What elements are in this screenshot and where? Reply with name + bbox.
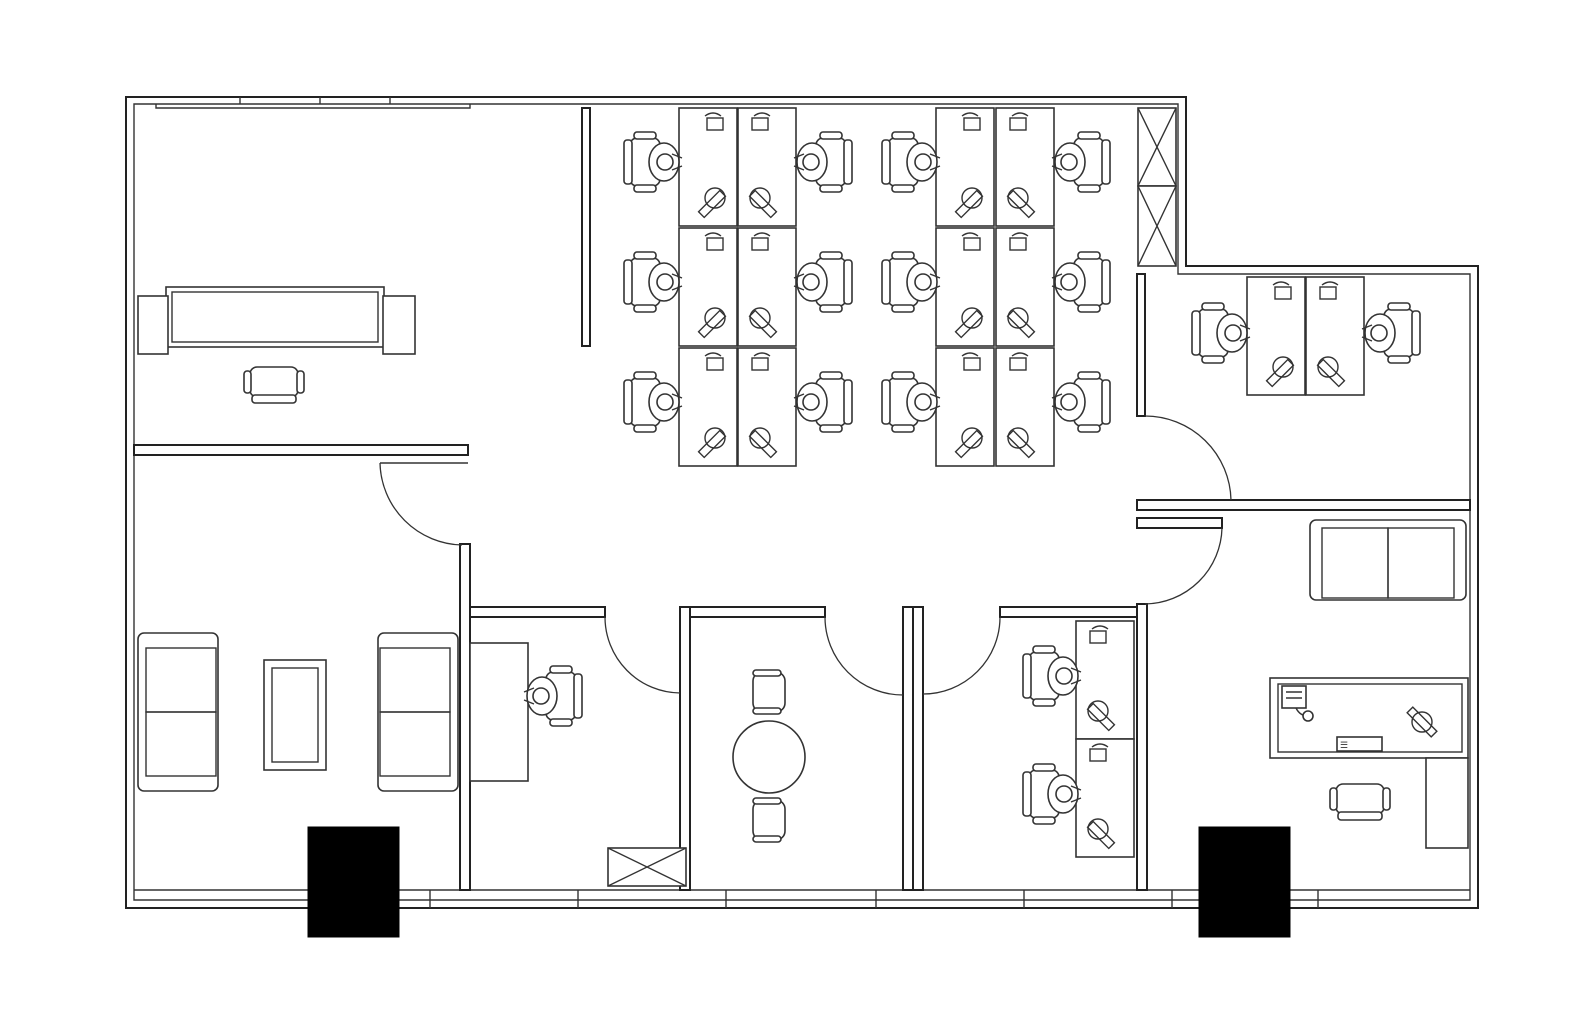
- private-office: [469, 642, 687, 887]
- desk: [469, 642, 529, 782]
- waiting-sofa: [1309, 519, 1467, 601]
- sofa-right: [377, 632, 459, 792]
- telephone-icon: [1281, 685, 1314, 722]
- interior-walls: [133, 107, 1471, 891]
- office-chair: [243, 366, 305, 404]
- door-swings: [379, 415, 1232, 696]
- round-table: [732, 720, 806, 794]
- sofa-left: [137, 632, 219, 792]
- office-chair: [1329, 783, 1391, 821]
- chair: [752, 797, 786, 843]
- coffee-table: [263, 659, 327, 771]
- lounge: [137, 632, 459, 792]
- structural-column: [307, 826, 400, 938]
- meeting-room: [732, 669, 806, 843]
- executive-desk: [165, 286, 385, 348]
- chair: [752, 669, 786, 715]
- keyboard-icon: ☰: [1336, 736, 1383, 752]
- reception: ☰: [1269, 519, 1469, 849]
- credenza-left: [137, 295, 169, 355]
- desk-lamp-icon: [1406, 706, 1438, 738]
- credenza-right: [382, 295, 416, 355]
- structural-column: [1198, 826, 1291, 938]
- keyboard-label: ☰: [1340, 741, 1354, 751]
- executive-office: [137, 286, 416, 404]
